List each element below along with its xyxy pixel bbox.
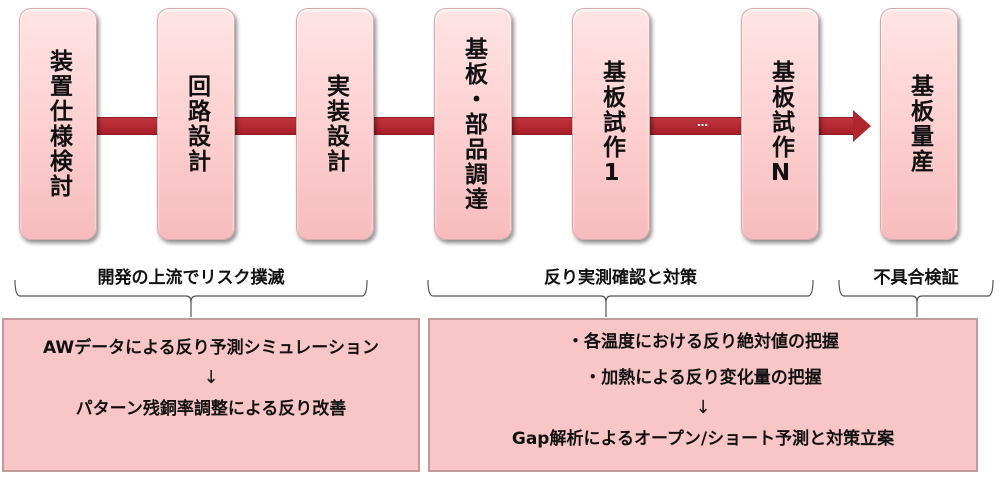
ellipsis-marker: … (697, 116, 709, 129)
phase-label-warpage: 反り実測確認と対策 (544, 268, 697, 288)
note-improvement: パターン残銅率調整による反り改善 (75, 399, 347, 419)
down-arrow-icon: ↓ (203, 367, 219, 388)
step-label: 基板・部品調達 (460, 36, 487, 212)
down-arrow-icon: ↓ (695, 397, 711, 418)
note-box-warpage: ・各温度における反り絶対値の把握 ・加熱による反り変化量の把握 ↓ Gap解析に… (428, 318, 978, 472)
bracket-warpage (427, 279, 815, 320)
phase-label-defect: 不具合検証 (873, 268, 959, 288)
bracket-upstream (14, 279, 368, 320)
step-label: 実装設計 (322, 74, 349, 174)
note-box-upstream: AWデータによる反り予測シミュレーション ↓ パターン残銅率調整による反り改善 (2, 318, 420, 472)
note-simulation: AWデータによる反り予測シミュレーション (43, 338, 379, 358)
step-prototype-n: 基板試作N (741, 8, 819, 240)
step-mass-production: 基板量産 (880, 8, 958, 240)
step-procurement: 基板・部品調達 (434, 8, 512, 240)
step-label: 基板試作1 (598, 60, 625, 188)
step-label: 基板量産 (906, 74, 933, 174)
step-label: 基板試作N (767, 60, 794, 188)
note-gap-analysis: Gap解析によるオープン/ショート予測と対策立案 (511, 429, 895, 449)
note-absolute-warpage: ・各温度における反り絶対値の把握 (567, 332, 839, 352)
step-device-spec: 装置仕様検討 (19, 8, 97, 240)
step-circuit-design: 回路設計 (157, 8, 235, 240)
step-label: 装置仕様検討 (45, 49, 72, 199)
note-warpage-change: ・加熱による反り変化量の把握 (584, 368, 822, 388)
arrow-head-icon (853, 110, 871, 142)
step-mounting-design: 実装設計 (296, 8, 374, 240)
step-prototype-1: 基板試作1 (572, 8, 650, 240)
phase-label-upstream: 開発の上流でリスク撲滅 (97, 268, 285, 288)
step-label: 回路設計 (183, 74, 210, 174)
bracket-defect (838, 279, 995, 320)
